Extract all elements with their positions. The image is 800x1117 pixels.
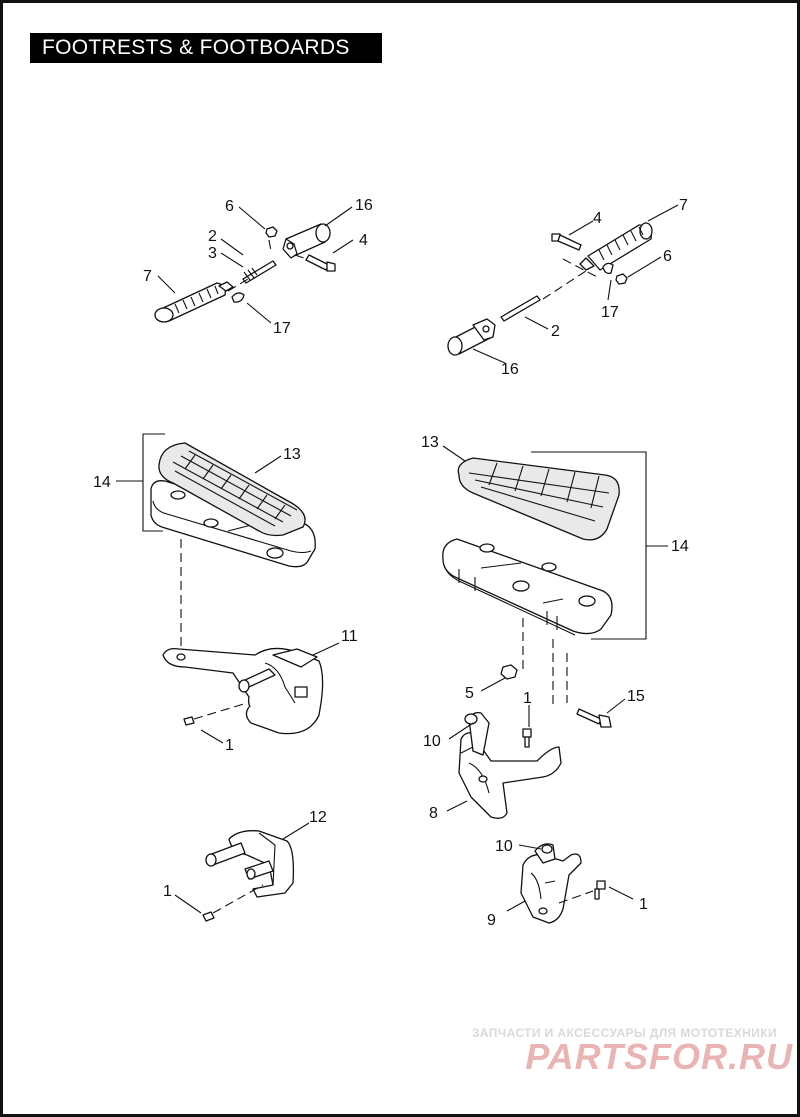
pivot-pin-left [242, 260, 277, 284]
bracket-9 [506, 843, 634, 924]
callout-label: 1 [523, 690, 532, 707]
page-title: FOOTRESTS & FOOTBOARDS [30, 33, 382, 63]
clevis-right [447, 318, 496, 356]
nut-left [265, 226, 278, 238]
callout-label: 7 [143, 268, 152, 285]
callout-label: 4 [593, 210, 602, 227]
callout-label: 8 [429, 805, 438, 822]
footrest-assembly-right [447, 204, 679, 364]
callout-label: 16 [355, 197, 373, 214]
bolt-left [305, 254, 336, 272]
watermark: ЗАПЧАСТИ И АКСЕССУАРЫ ДЛЯ МОТОТЕХНИКИ [472, 1026, 777, 1040]
callout-label: 10 [423, 733, 441, 750]
callout-label: 3 [208, 245, 217, 262]
callout-label: 5 [465, 685, 474, 702]
exploded-parts-diagram: 6 16 2 3 4 7 17 4 7 6 17 2 16 13 14 13 1… [93, 197, 793, 1077]
svg-text:PARTSFOR.RU: PARTSFOR.RU [525, 1036, 793, 1077]
callout-label: 13 [421, 434, 439, 451]
footboard-bracket-11 [162, 642, 340, 744]
nut-5 [500, 664, 518, 680]
screw-8 [522, 728, 532, 738]
callout-label: 1 [639, 896, 648, 913]
footboard-right [442, 445, 668, 707]
watermark-logo: PARTSFOR.RU [525, 1036, 793, 1077]
callout-label: 6 [663, 248, 672, 265]
callout-label: 13 [283, 446, 301, 463]
callout-label: 7 [679, 197, 688, 214]
callout-label: 1 [163, 883, 172, 900]
callout-label: 12 [309, 809, 327, 826]
pivot-pin-right [500, 295, 541, 322]
callout-label: 6 [225, 198, 234, 215]
callout-label: 2 [208, 228, 217, 245]
callout-label: 1 [225, 737, 234, 754]
screw-11 [183, 716, 195, 726]
footrest-assembly-left [154, 206, 354, 324]
clevis-left [282, 223, 331, 259]
callout-label: 16 [501, 361, 519, 378]
footboard-left [116, 433, 316, 653]
callout-label: 2 [551, 323, 560, 340]
footboard-bracket-8 [446, 664, 626, 819]
callout-labels: 6 16 2 3 4 7 17 4 7 6 17 2 16 13 14 13 1… [93, 197, 689, 929]
callout-label: 9 [487, 912, 496, 929]
bolt-right [551, 233, 582, 251]
callout-label: 17 [273, 320, 291, 337]
screw-12 [202, 911, 215, 922]
callout-label: 14 [671, 538, 689, 555]
bolt-15 [576, 708, 612, 728]
callout-label: 10 [495, 838, 513, 855]
callout-label: 14 [93, 474, 111, 491]
callout-label: 4 [359, 232, 368, 249]
retaining-clip-left [231, 292, 245, 303]
callout-label: 15 [627, 688, 645, 705]
footpeg-right [579, 222, 653, 271]
nut-right [615, 273, 628, 285]
retaining-clip-right [602, 262, 614, 275]
watermark-tagline: ЗАПЧАСТИ И АКСЕССУАРЫ ДЛЯ МОТОТЕХНИКИ [471, 1026, 777, 1040]
footpeg-left [154, 281, 234, 323]
bracket-12 [174, 822, 310, 922]
callout-label: 17 [601, 304, 619, 321]
callout-label: 11 [341, 628, 358, 645]
